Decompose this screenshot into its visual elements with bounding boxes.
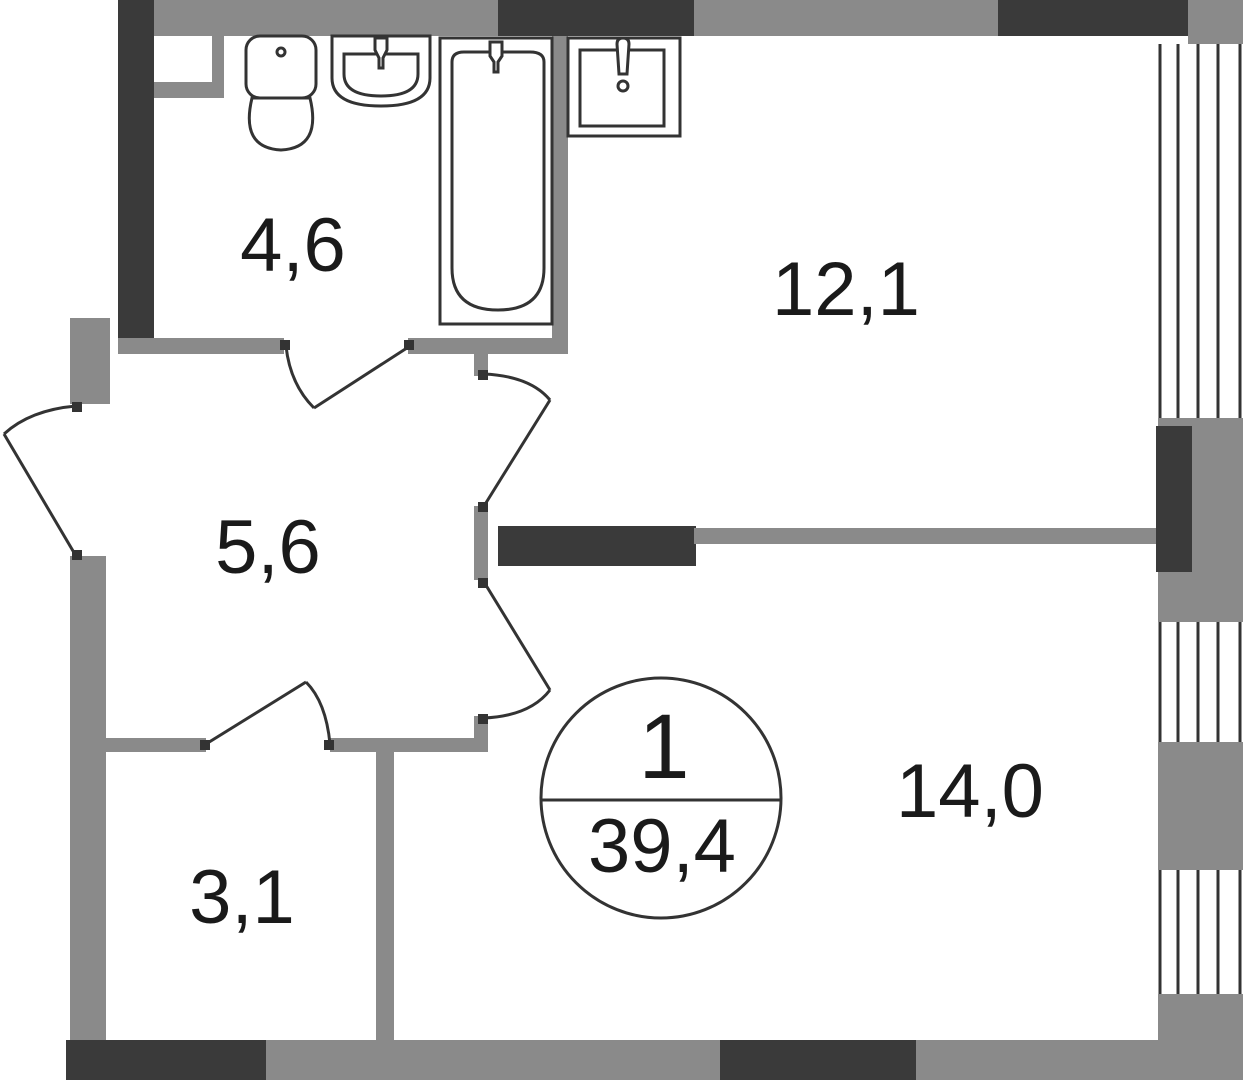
wall-bath-left: [118, 0, 154, 354]
area-bedroom: 14,0: [896, 749, 1044, 834]
window-kitchen: [1158, 44, 1242, 418]
bathtub-icon: [438, 36, 554, 326]
badge-total-area: 39,4: [588, 804, 736, 889]
walls: [66, 0, 1243, 1080]
wall-bath-kitchen: [552, 36, 568, 354]
wall-kitchen-bedroom: [694, 528, 1158, 544]
wall-bottom-dark-1: [66, 1040, 268, 1080]
area-storage: 3,1: [189, 855, 295, 940]
wall-top-dark-2: [998, 0, 1190, 36]
window-bedroom-2: [1158, 870, 1242, 994]
bath-sink-icon: [330, 34, 432, 108]
windows: [1158, 44, 1242, 994]
badge-circle: [539, 676, 783, 920]
window-bedroom-1: [1158, 622, 1242, 742]
niche-inner: [154, 36, 212, 82]
wall-right-dark: [1156, 426, 1192, 572]
door-bathroom: [280, 340, 414, 410]
door-bedroom: [478, 578, 552, 724]
wall-hall-bottom-stub: [474, 716, 488, 752]
room-labels: 4,6 12,1 5,6 14,0 3,1: [189, 203, 1044, 940]
wall-top-corner: [1188, 0, 1243, 44]
wall-right-block-3: [1158, 994, 1243, 1080]
area-kitchen-living: 12,1: [772, 247, 920, 332]
doors: [2, 340, 552, 750]
wall-storage-bedroom: [376, 752, 394, 1042]
door-kitchen: [478, 370, 552, 512]
badge-rooms-count: 1: [638, 696, 689, 798]
area-hall: 5,6: [215, 505, 321, 590]
toilet-icon: [244, 34, 318, 152]
wall-hall-right-mid: [474, 506, 488, 580]
wall-top-mid: [694, 0, 1000, 36]
kitchen-sink-icon: [566, 36, 682, 138]
wall-hall-left-stub: [70, 318, 110, 404]
wall-top-left: [118, 0, 500, 36]
wall-top-dark-1: [498, 0, 696, 36]
wall-bath-bottom-right: [408, 338, 568, 354]
wall-storage-top-left: [106, 738, 206, 752]
wall-right-block-2: [1158, 742, 1243, 870]
apartment-badge: 1 39,4: [539, 676, 783, 920]
wall-bath-bottom-left: [118, 338, 284, 354]
wall-hall-left: [70, 556, 106, 1050]
door-storage: [200, 680, 334, 750]
wall-storage-top-right: [330, 738, 488, 752]
wall-bottom-dark-2: [720, 1040, 918, 1080]
wall-bottom-mid: [266, 1040, 722, 1080]
area-bathroom: 4,6: [240, 203, 346, 288]
door-entrance: [2, 402, 82, 560]
wall-kitchen-bedroom-dark: [498, 526, 696, 566]
